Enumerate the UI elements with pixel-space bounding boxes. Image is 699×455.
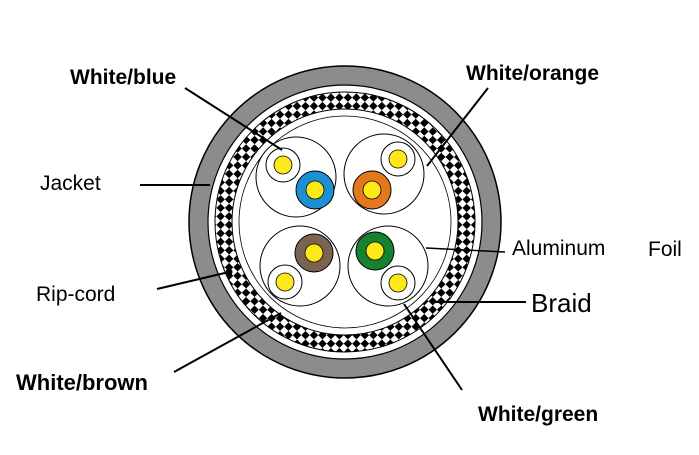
leader-white-green <box>403 303 463 391</box>
leader-rip-cord <box>156 271 230 290</box>
pair-blue <box>255 136 337 218</box>
leader-lines <box>140 87 526 391</box>
label-aluminum: Aluminum <box>512 237 605 260</box>
label-rip-cord: Rip-cord <box>36 283 115 306</box>
label-white-brown: White/brown <box>16 370 148 395</box>
leader-white-brown <box>173 312 282 373</box>
label-jacket: Jacket <box>40 172 101 195</box>
leader-white-orange <box>426 87 489 167</box>
label-white-orange: White/orange <box>466 62 599 85</box>
braid-outer-edge <box>214 91 476 353</box>
label-foil: Foil <box>648 238 682 261</box>
leader-white-blue <box>184 87 283 151</box>
pair-brown <box>259 225 341 307</box>
label-white-blue: White/blue <box>70 66 176 89</box>
leader-aluminum-foil <box>425 247 506 253</box>
label-braid: Braid <box>531 288 592 318</box>
label-white-green: White/green <box>478 403 598 426</box>
pair-orange <box>343 133 425 215</box>
pair-green <box>347 225 429 307</box>
